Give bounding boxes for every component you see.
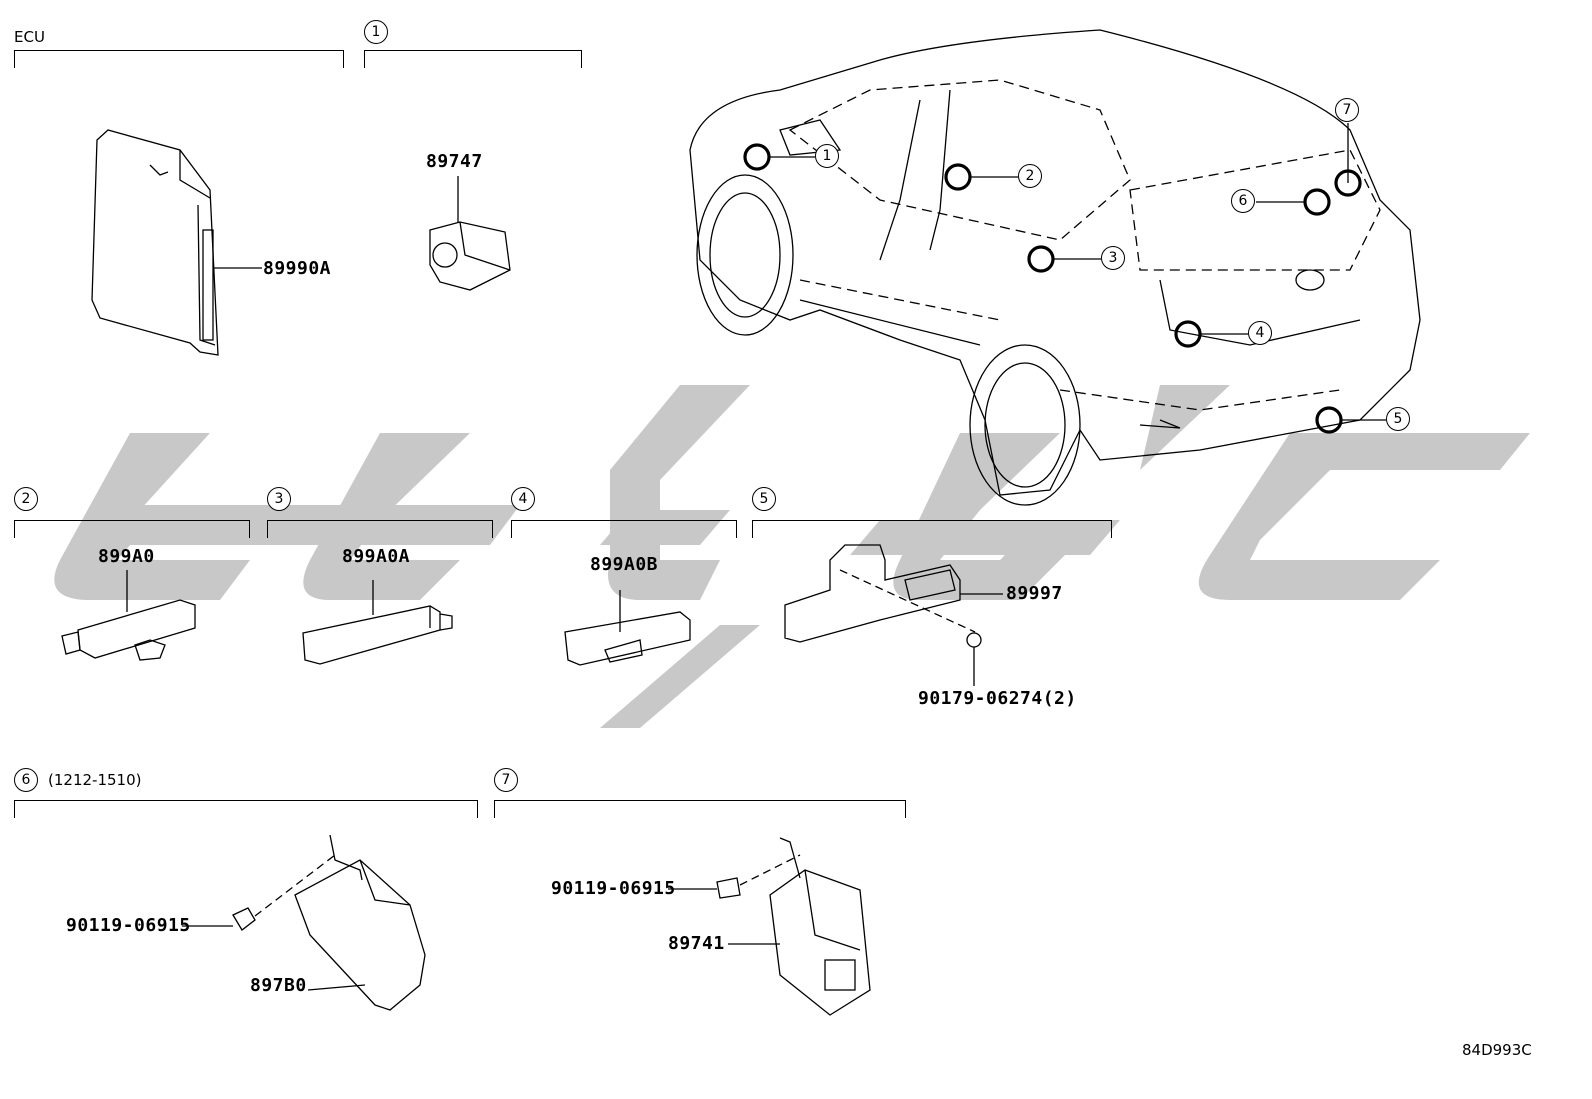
part-number-89747[interactable]: 89747 xyxy=(426,151,483,172)
group-6-number: 6 xyxy=(14,768,38,792)
part-899A0A-drawing xyxy=(302,580,453,665)
group-7-bracket xyxy=(494,800,906,818)
group-2-bracket xyxy=(14,520,250,538)
vehicle-callout-5: 5 xyxy=(1386,407,1410,431)
part-number-899A0[interactable]: 899A0 xyxy=(98,546,155,567)
ecu-group-title: ECU xyxy=(14,28,45,46)
group-1-number: 1 xyxy=(364,20,388,44)
part-number-899A0A[interactable]: 899A0A xyxy=(342,546,411,567)
vehicle-callout-3: 3 xyxy=(1101,246,1125,270)
location-markers xyxy=(743,143,1362,434)
vehicle-drawing xyxy=(689,29,1421,506)
part-number-89997[interactable]: 89997 xyxy=(1006,583,1063,604)
group-2-number: 2 xyxy=(14,487,38,511)
part-899A0-drawing xyxy=(61,570,196,661)
part-number-90119-06915-group6[interactable]: 90119-06915 xyxy=(66,915,191,936)
group-3-number: 3 xyxy=(267,487,291,511)
group-5-number: 5 xyxy=(752,487,776,511)
watermark-logo xyxy=(54,385,1530,728)
group-4-bracket xyxy=(511,520,737,538)
part-89997-drawing xyxy=(784,544,1003,686)
vehicle-callout-4: 4 xyxy=(1248,321,1272,345)
part-897B0-drawing xyxy=(182,834,426,1011)
part-number-899A0B[interactable]: 899A0B xyxy=(590,554,659,575)
part-899A0B-drawing xyxy=(564,590,691,666)
callout-leaders xyxy=(770,123,1386,421)
ecu-group-bracket xyxy=(14,50,344,68)
vehicle-callout-1: 1 xyxy=(815,144,839,168)
part-number-89741[interactable]: 89741 xyxy=(668,933,725,954)
vehicle-callout-6: 6 xyxy=(1231,189,1255,213)
diagram-code: 84D993C xyxy=(1462,1041,1532,1059)
part-89741-drawing xyxy=(668,837,871,1016)
part-number-897B0[interactable]: 897B0 xyxy=(250,975,307,996)
group-7-number: 7 xyxy=(494,768,518,792)
part-number-90179-06274[interactable]: 90179-06274(2) xyxy=(918,688,1077,709)
part-89747-drawing xyxy=(429,176,511,291)
part-number-90119-06915-group7[interactable]: 90119-06915 xyxy=(551,878,676,899)
group-6-bracket xyxy=(14,800,478,818)
ecu-module-drawing xyxy=(91,129,262,356)
group-5-bracket xyxy=(752,520,1112,538)
group-3-bracket xyxy=(267,520,493,538)
vehicle-callout-2: 2 xyxy=(1018,164,1042,188)
group-1-bracket xyxy=(364,50,582,68)
line-art xyxy=(61,29,1421,1016)
vehicle-callout-7: 7 xyxy=(1335,98,1359,122)
group-6-date-range: (1212-1510) xyxy=(48,771,142,789)
group-4-number: 4 xyxy=(511,487,535,511)
part-number-89990A[interactable]: 89990A xyxy=(263,258,332,279)
